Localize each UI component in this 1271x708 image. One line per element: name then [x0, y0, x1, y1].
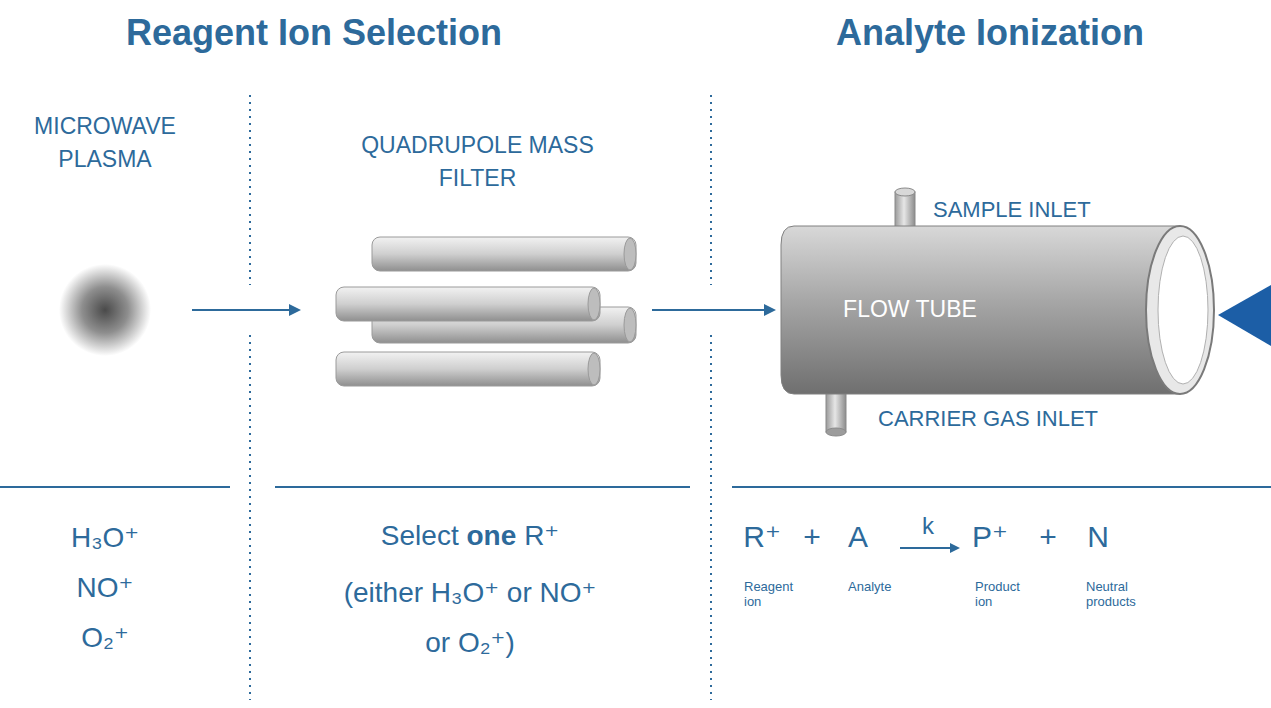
rule-lines — [0, 486, 1271, 488]
section-heading: Analyte Ionization — [750, 12, 1230, 53]
flow-tube: FLOW TUBE — [780, 225, 1225, 395]
reaction-arrow — [900, 543, 960, 553]
divider-lines — [250, 95, 711, 700]
reagent-ion: H₃O⁺ — [30, 522, 180, 554]
term-caption: Product ion — [975, 580, 1031, 610]
term-caption: Reagent ion — [744, 580, 800, 610]
plasma-source: MICROWAVE PLASMA — [20, 110, 190, 360]
equation-term: P⁺ — [965, 520, 1015, 555]
select-text: R⁺ — [524, 520, 559, 551]
term-caption: Analyte — [848, 580, 918, 595]
text-line: Select oneR⁺ — [270, 520, 670, 552]
section-heading: Reagent Ion Selection — [34, 12, 594, 53]
flow-arrow — [192, 304, 301, 316]
inlet-label: CARRIER GAS INLET — [878, 406, 1138, 431]
node-label: FLOW TUBE — [830, 295, 990, 323]
equation-term: + — [1033, 520, 1063, 555]
flow-direction-arrow — [1218, 285, 1271, 346]
reagent-ion: NO⁺ — [30, 572, 180, 604]
quadrupole-filter: QUADRUPOLE MASS FILTER — [305, 125, 650, 395]
select-text: (either H₃O⁺ or NO⁺ or O₂⁺) — [335, 568, 605, 668]
select-text: one — [467, 520, 517, 551]
term-caption: Neutral products — [1086, 580, 1150, 610]
node-label: MICROWAVE PLASMA — [20, 110, 190, 176]
inlet-label: SAMPLE INLET — [933, 197, 1133, 222]
equation-term: + — [797, 520, 827, 555]
equation-term: A — [838, 520, 878, 555]
reagent-ion: O₂⁺ — [30, 622, 180, 654]
rate-constant: k — [913, 512, 943, 540]
equation-term: N — [1078, 520, 1118, 555]
node-label: QUADRUPOLE MASS FILTER — [348, 129, 608, 195]
flow-arrow — [652, 304, 776, 316]
equation-term: R⁺ — [737, 520, 787, 555]
select-text: Select — [381, 520, 459, 551]
